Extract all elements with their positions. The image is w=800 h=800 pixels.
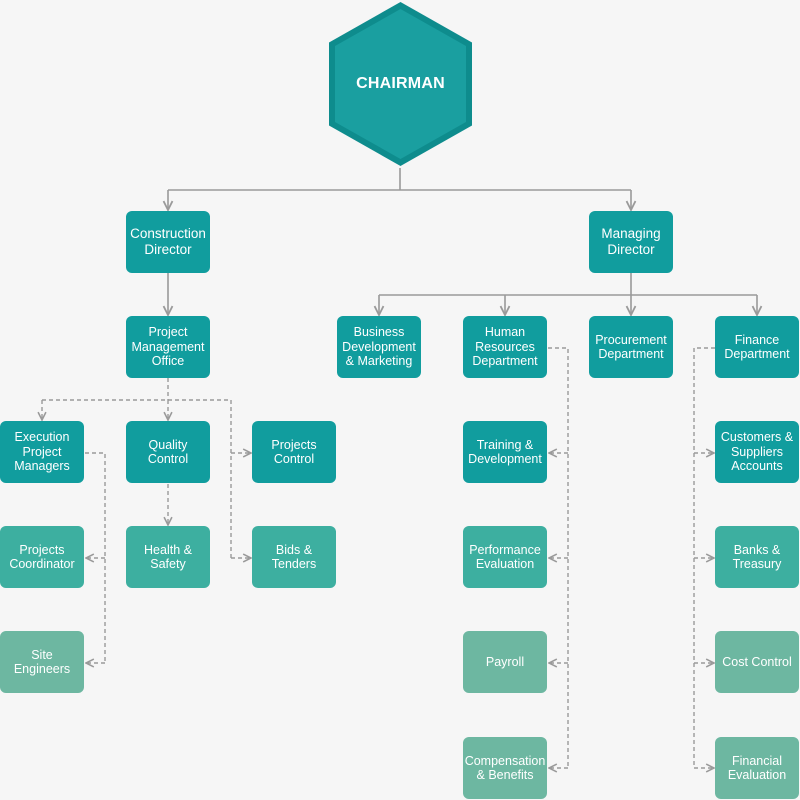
dash-finance-out [693,347,715,768]
chairman-hexagon [329,2,472,166]
node-bids-tenders[interactable]: Bids & Tenders [252,526,336,588]
node-business-development[interactable]: Business Development & Marketing [337,316,421,378]
node-human-resources[interactable]: Human Resources Department [463,316,547,378]
node-financial-evaluation[interactable]: Financial Evaluation [715,737,799,799]
node-projects-coordinator[interactable]: Projects Coordinator [0,526,84,588]
node-payroll[interactable]: Payroll [463,631,547,693]
node-execution-project-managers[interactable]: Execution Project Managers [0,421,84,483]
node-compensation-benefits[interactable]: Compensation & Benefits [463,737,547,799]
node-performance-evaluation[interactable]: Performance Evaluation [463,526,547,588]
chairman-node[interactable]: CHAIRMAN [326,0,475,168]
node-cost-control[interactable]: Cost Control [715,631,799,693]
node-banks-treasury[interactable]: Banks & Treasury [715,526,799,588]
node-training-development[interactable]: Training & Development [463,421,547,483]
node-projects-control[interactable]: Projects Control [252,421,336,483]
node-project-management-office[interactable]: Project Management Office [126,316,210,378]
node-finance[interactable]: Finance Department [715,316,799,378]
chairman-label: CHAIRMAN [356,75,445,92]
node-customers-suppliers-accounts[interactable]: Customers & Suppliers Accounts [715,421,799,483]
node-health-safety[interactable]: Health & Safety [126,526,210,588]
node-procurement[interactable]: Procurement Department [589,316,673,378]
node-construction-director[interactable]: Construction Director [126,211,210,273]
node-site-engineers[interactable]: Site Engineers [0,631,84,693]
node-quality-control[interactable]: Quality Control [126,421,210,483]
node-managing-director[interactable]: Managing Director [589,211,673,273]
